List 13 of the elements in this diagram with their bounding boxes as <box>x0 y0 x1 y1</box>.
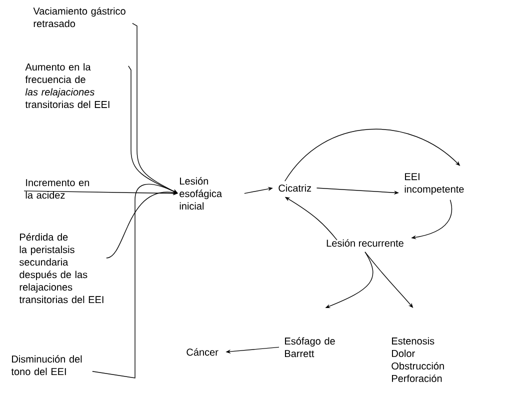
label-text: Disminución del tono del EEI <box>11 355 82 376</box>
label-text: Pérdida de la peristalsis secundaria después de las relajaciones transitorias del EEI <box>19 233 104 304</box>
label-text: Cáncer <box>186 348 218 356</box>
label-text: Vaciamiento gástrico retrasado <box>33 7 126 28</box>
label-text: Incremento en la acidez <box>26 179 90 199</box>
label-text: Lesión esofágica inicial <box>180 177 222 210</box>
arrow <box>132 23 178 194</box>
label-text: Esófago de Barrett <box>285 337 335 358</box>
label-text: EEI incompetente <box>404 173 464 195</box>
label-text: Estenosis Dolor Obstrucción Perforación <box>392 337 444 382</box>
label-text: Lesión recurrente <box>326 239 404 247</box>
label-text: Aumento en la frecuencia de las relajaciones transitorias del EEI <box>25 63 110 108</box>
label-text: Cicatriz <box>278 184 312 192</box>
